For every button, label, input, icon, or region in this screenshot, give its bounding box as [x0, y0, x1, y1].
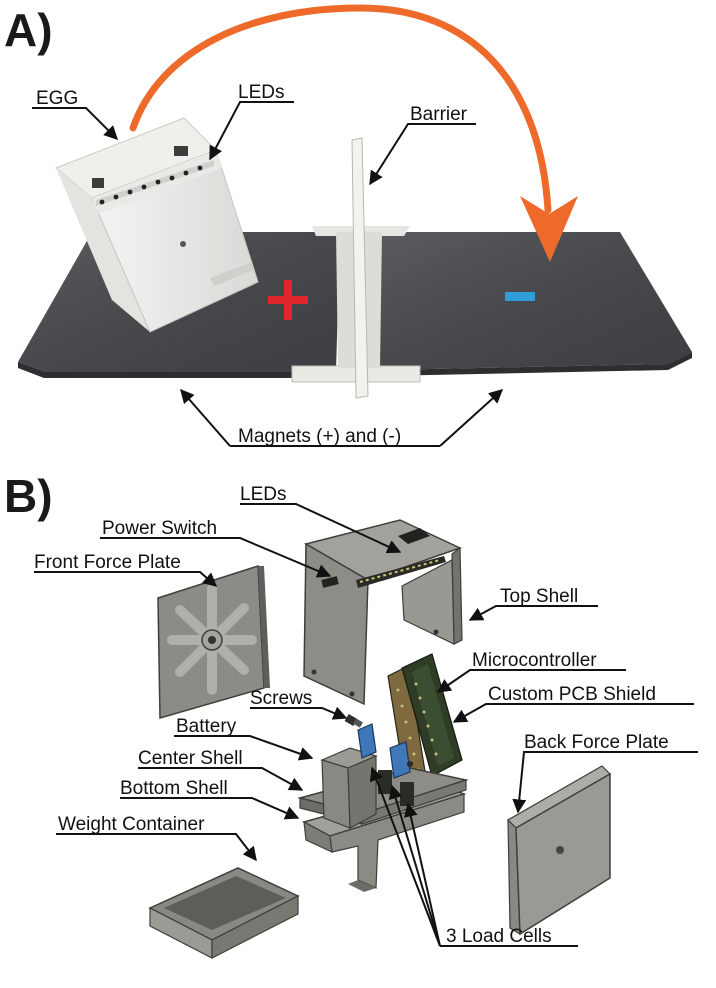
- panel-b-callouts: [34, 503, 698, 947]
- label-screws: Screws: [250, 688, 312, 709]
- plus-sign: [268, 280, 308, 320]
- screws: [344, 714, 363, 728]
- panel-b: B): [4, 470, 698, 959]
- top-shell: [303, 519, 463, 706]
- back-force-plate: [507, 765, 611, 936]
- label-leds-b: LEDs: [240, 484, 286, 505]
- label-power-switch: Power Switch: [102, 518, 217, 539]
- label-battery: Battery: [176, 716, 237, 737]
- panel-a-callouts: [32, 101, 504, 447]
- panel-a-letter: A): [4, 4, 53, 56]
- led-strip: [96, 160, 214, 206]
- load-cells: [357, 723, 414, 806]
- top-shell-led-strip: [356, 556, 446, 588]
- barrier: [291, 137, 421, 399]
- egg-device: [55, 117, 259, 333]
- label-magnets: Magnets (+) and (-): [238, 426, 401, 447]
- power-switch: [321, 576, 339, 588]
- label-leds-a: LEDs: [238, 82, 284, 103]
- front-force-plate: [157, 564, 270, 719]
- label-back-force-plate: Back Force Plate: [524, 732, 669, 753]
- panel-b-letter: B): [4, 470, 53, 522]
- transfer-arrow: [129, 4, 578, 262]
- label-top-shell: Top Shell: [500, 586, 578, 607]
- label-custom-pcb-shield: Custom PCB Shield: [488, 684, 656, 705]
- label-center-shell: Center Shell: [138, 748, 243, 769]
- label-egg: EGG: [36, 88, 78, 109]
- label-barrier: Barrier: [410, 104, 468, 125]
- weight-container: [148, 867, 300, 959]
- label-microcontroller: Microcontroller: [472, 650, 597, 671]
- label-bottom-shell: Bottom Shell: [120, 778, 228, 799]
- label-front-force-plate: Front Force Plate: [34, 552, 181, 573]
- minus-sign: [505, 292, 535, 301]
- label-weight-container: Weight Container: [58, 814, 205, 835]
- panel-a: A): [4, 4, 692, 447]
- label-load-cells: 3 Load Cells: [446, 926, 552, 947]
- right-magnet-plate: [378, 232, 692, 376]
- battery: [320, 747, 378, 829]
